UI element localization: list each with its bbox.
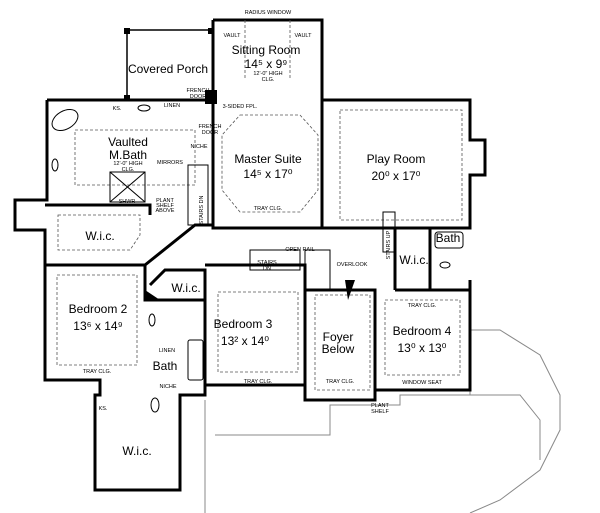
stairs-icon (249, 249, 301, 271)
linen-label: LINEN (159, 348, 175, 354)
sitting-room-size: 14⁵ x 9⁹ (245, 57, 288, 71)
bathtub-icon (51, 109, 79, 131)
toilet-icon (150, 397, 160, 413)
bedroom2-name: Bedroom 2 (69, 302, 128, 316)
overlook-arrow-icon (345, 280, 355, 300)
stairs-label: STAIRS (257, 260, 277, 266)
tray-ceilings (56, 20, 463, 391)
niche-label: NICHE (159, 384, 176, 390)
shower-label: SHWR (119, 199, 136, 205)
bedroom4-name: Bedroom 4 (393, 324, 452, 338)
bathtub-icon (187, 339, 204, 381)
linen-label: LINEN (164, 103, 180, 109)
master-suite-size: 14⁵ x 17⁰ (243, 167, 292, 181)
bedroom3-name: Bedroom 3 (214, 317, 273, 331)
mirrors-label: MIRRORS (157, 160, 183, 166)
tray-ceiling-label: TRAY CLG. (254, 206, 283, 212)
stairs-icon (382, 211, 396, 253)
wic-name: W.i.c. (122, 444, 151, 458)
shower-icon (109, 171, 146, 203)
tray-ceiling-label: TRAY CLG. (326, 379, 355, 385)
tray-ceiling-label: TRAY CLG. (408, 303, 437, 309)
bedroom4-size: 13⁰ x 13⁰ (398, 341, 447, 355)
ceiling-note: CLG. (122, 167, 135, 173)
plant-shelf-label: ABOVE (156, 208, 175, 214)
foyer-name: Below (322, 342, 355, 356)
stairs-icon (304, 249, 331, 291)
sink-icon (137, 104, 151, 112)
vault-label: VAULT (295, 33, 313, 39)
plant-shelf-label: PLANT (156, 198, 174, 204)
bath-name: Bath (153, 359, 178, 373)
french-door-label: DOOR (202, 130, 219, 136)
open-rail-label: OPEN RAIL (285, 247, 314, 253)
tray-ceiling-label: TRAY CLG. (83, 369, 112, 375)
overlook-label: OVERLOOK (337, 262, 368, 268)
stairs-label: STAIRS DN (199, 196, 205, 225)
sink-icon (51, 158, 59, 172)
covered-porch-name: Covered Porch (128, 62, 208, 76)
bath-name: Bath (436, 231, 461, 245)
stairs-icon (187, 164, 209, 226)
plant-shelf-label: PLANT (371, 403, 389, 409)
sink-icon (148, 313, 156, 327)
master-bath-name: Vaulted (108, 135, 148, 149)
sitting-room-name: Sitting Room (232, 43, 301, 57)
window-seat-label: WINDOW SEAT (402, 380, 442, 386)
niche-label: NICHE (190, 144, 207, 150)
foyer-name: Foyer (323, 330, 354, 344)
wic-name: W.i.c. (85, 229, 114, 243)
bedroom2-size: 13⁶ x 14⁹ (73, 319, 122, 333)
tray-ceiling-label: TRAY CLG. (244, 379, 273, 385)
play-room-size: 20⁰ x 17⁰ (372, 169, 421, 183)
toilet-icon (439, 261, 451, 269)
ks-label: KS. (113, 106, 122, 112)
stairs-label: STAIRS UP (386, 230, 392, 259)
fireplace-label: 3-SIDED FPL. (223, 104, 258, 110)
stairs-label: DN (263, 266, 271, 272)
lower-porch-outline (204, 329, 561, 513)
bathtub-icon (434, 231, 464, 249)
plant-shelf-label: SHELF (371, 409, 389, 415)
french-door-label: DOOR (190, 94, 207, 100)
master-suite-name: Master Suite (234, 152, 302, 166)
ceiling-note: 12'-0" HIGH (253, 71, 282, 77)
ceiling-note: CLG. (262, 77, 275, 83)
fixtures (51, 104, 464, 413)
wic-name: W.i.c. (399, 253, 428, 267)
wic-name: W.i.c. (171, 281, 200, 295)
play-room-name: Play Room (367, 152, 426, 166)
ceiling-note: 12'-0" HIGH (113, 161, 142, 167)
plant-shelf-label: SHELF (156, 203, 174, 209)
bedroom3-size: 13² x 14⁰ (221, 334, 269, 348)
radius-window-label: RADIUS WINDOW (245, 10, 292, 16)
vault-label: VAULT (224, 33, 242, 39)
master-bath-name: M.Bath (109, 148, 147, 162)
french-door-label: FRENCH (187, 88, 210, 94)
ks-label: KS. (99, 406, 108, 412)
french-door-label: FRENCH (199, 124, 222, 130)
